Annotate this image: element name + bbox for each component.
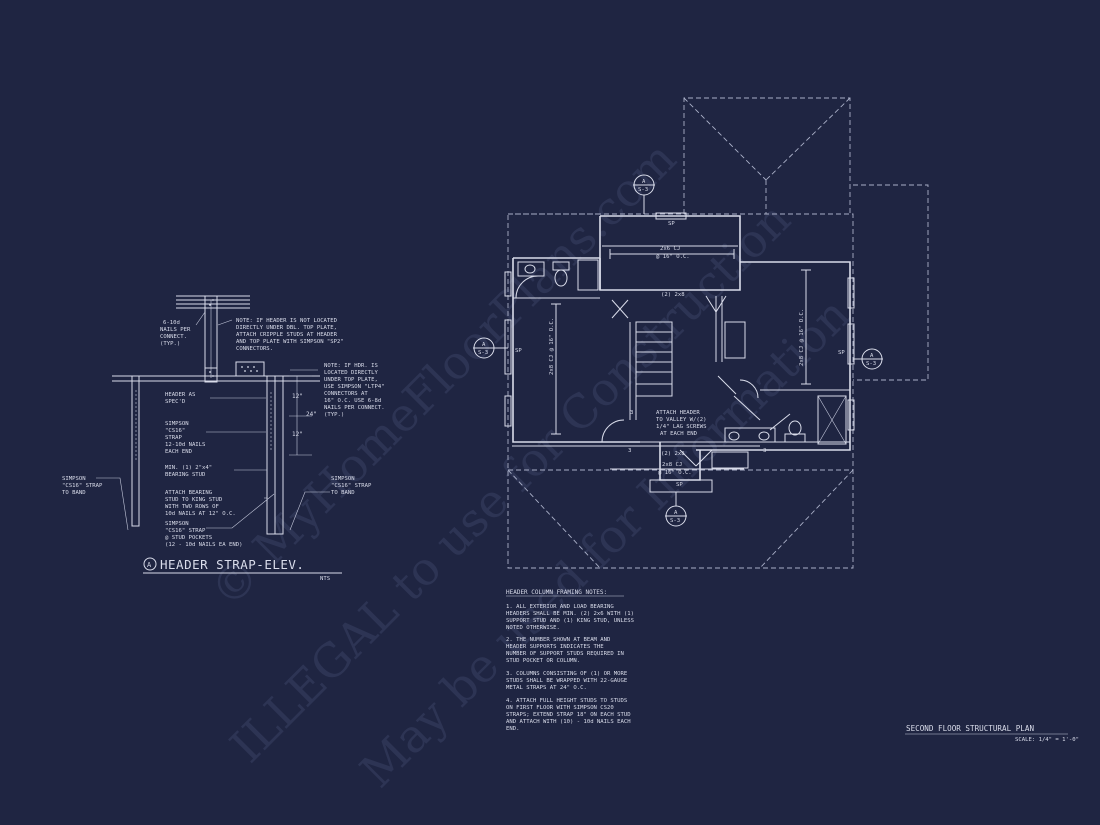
label-bearing-stud: MIN. (1) 2"x4" BEARING STUD [165,465,216,478]
interior-walls [512,259,850,469]
label-header-spec: HEADER AS SPEC'D [165,392,199,405]
note-header-ltp4: NOTE: IF HDR. IS LOCATED DIRECTLY UNDER … [324,363,388,418]
note-header-location: NOTE: IF HEADER IS NOT LOCATED DIRECTLY … [236,318,347,352]
floor-plan: 2x6 CJ @ 16" O.C. (2) 2x8 SP 2x8 CJ @ 16… [473,97,929,569]
label-attach-header: ATTACH HEADER TO VALLEY W/(2) 1/4" LAG S… [656,410,710,437]
plan-scale: SCALE: 1/4" = 1'-0" [1015,737,1079,743]
section-marker-bottom: A S-3 [665,492,687,527]
detail-scale: NTS [320,576,330,582]
label-nails-12: 12-10d NAILS EACH END [165,442,209,455]
note-4: 4. ATTACH FULL HEIGHT STUDS TO STUDS ON … [506,698,634,732]
note-2: 2. THE NUMBER SHOWN AT BEAM AND HEADER S… [506,637,627,664]
label-band-right: SIMPSON "CS16" STRAP TO BAND [331,476,375,496]
label-sp-right: SP [838,350,845,356]
label-cj-left: 2x8 CJ @ 16" O.C. [549,318,555,375]
section-marker-top: A S-3 [633,174,655,214]
label-cj-bot: 2x8 CJ [662,462,682,468]
note-nails: 6-10d NAILS PER CONNECT. (TYP.) [160,320,194,347]
note-1: 1. ALL EXTERIOR AND LOAD BEARING HEADERS… [506,604,637,631]
section-marker-right: A S-3 [853,348,883,370]
label-cj-bot-oc: @ 16" O.C. [658,470,692,476]
label-cj-right: 2x8 CJ @ 16" O.C. [799,309,805,366]
fixtures [517,261,806,443]
svg-text:A: A [642,179,646,185]
svg-text:A: A [482,342,486,348]
dim-bot: 12" [292,431,303,438]
svg-text:S-3: S-3 [638,187,648,193]
label-cj-top-oc: @ 16" O.C. [656,254,690,260]
windows [504,212,855,431]
notes-heading: HEADER COLUMN FRAMING NOTES: [506,589,607,596]
exterior-walls [512,215,851,493]
label-strap: SIMPSON "CS16" STRAP [165,421,192,441]
label-beam-top: (2) 2x8 [661,292,685,298]
label-stud-3: 3 [763,448,766,454]
label-stud-2: 3 [628,448,631,454]
joist-arrows [551,249,811,470]
dim-mid: 24" [306,411,317,418]
label-stud-1: 3 [630,410,633,416]
label-sp-top: SP [668,221,675,227]
label-attach-bearing: ATTACH BEARING STUD TO KING STUD WITH TW… [165,490,236,517]
svg-text:S-3: S-3 [670,518,680,524]
framing-notes: HEADER COLUMN FRAMING NOTES: 1. ALL EXTE… [506,589,637,732]
label-sp-bot: SP [676,482,683,488]
plan-title-block: SECOND FLOOR STRUCTURAL PLAN SCALE: 1/4"… [905,724,1079,743]
label-sp-left: SP [515,348,522,354]
label-cj-top: 2x6 CJ [660,246,680,252]
section-marker-left: A S-3 [473,337,508,359]
plan-title: SECOND FLOOR STRUCTURAL PLAN [906,724,1034,733]
label-strap-pockets: SIMPSON "CS16" STRAP @ STUD POCKETS (12 … [165,521,242,548]
svg-text:A: A [870,353,874,359]
svg-text:S-3: S-3 [866,361,876,367]
note-3: 3. COLUMNS CONSISTING OF (1) OR MORE STU… [506,671,631,691]
detail-title: HEADER STRAP-ELEV. [160,557,304,572]
dim-top: 12" [292,393,303,400]
svg-text:S-3: S-3 [478,350,488,356]
svg-text:A: A [674,510,678,516]
doors [515,275,791,467]
label-beam-bot: (2) 2x8 [661,451,685,457]
label-band-left: SIMPSON "CS16" STRAP TO BAND [62,476,106,496]
header-strap-detail: 12" 24" 12" 6-10d NAILS PER CONNECT. (TY… [62,295,388,582]
detail-marker-letter: A [147,561,152,569]
detail-marker-circle [143,557,157,571]
